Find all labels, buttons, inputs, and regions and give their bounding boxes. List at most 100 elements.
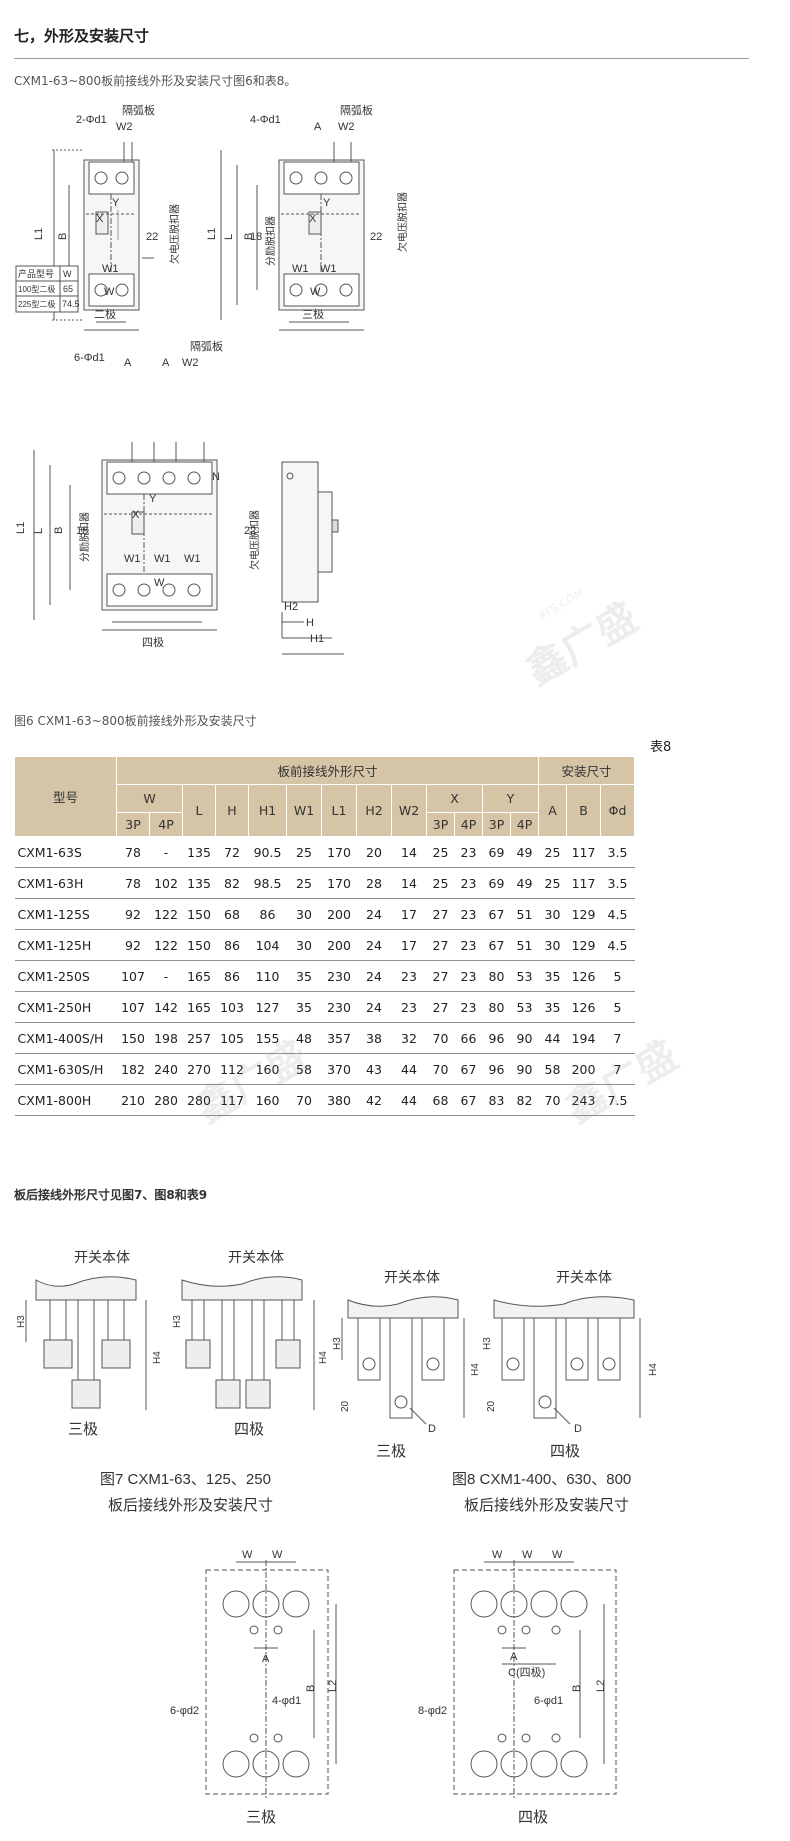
table-cell: 32 xyxy=(391,1022,427,1054)
table-cell: 25 xyxy=(426,867,455,899)
table-cell: 96 xyxy=(482,1053,511,1085)
table-cell: 23 xyxy=(454,929,483,961)
th-y: Y xyxy=(482,784,539,813)
table-cell: 48 xyxy=(286,1022,322,1054)
table-cell: 66 xyxy=(454,1022,483,1054)
table-cell: 25 xyxy=(286,836,322,868)
fig8-4p-name: 四极 xyxy=(550,1443,580,1460)
fig6-three-pole xyxy=(220,142,365,331)
fig6-4p-y: Y xyxy=(149,493,157,505)
fig6-side-h1: H1 xyxy=(310,633,324,645)
table-cell: 80 xyxy=(482,991,511,1023)
fig6-2p-w1: W1 xyxy=(102,263,119,275)
table-cell-model: CXM1-63H xyxy=(14,867,117,899)
fig6-legend-r1b: 65 xyxy=(63,284,73,294)
table-cell: - xyxy=(149,960,183,992)
table-cell: 69 xyxy=(482,867,511,899)
th-w1: W1 xyxy=(286,784,322,837)
fig7-3p-h3: H3 xyxy=(16,1315,27,1328)
table-cell: 150 xyxy=(182,929,216,961)
table-cell: 78 xyxy=(116,836,150,868)
cutout-3p-b: B xyxy=(305,1685,317,1692)
table-cell: 380 xyxy=(321,1084,357,1116)
table-cell-model: CXM1-63S xyxy=(14,836,117,868)
fig6-4p-d1: 6-Φd1 xyxy=(74,352,105,364)
table-cell: 58 xyxy=(286,1053,322,1085)
table-cell: 27 xyxy=(426,991,455,1023)
fig6-3p-22: 22 xyxy=(370,231,382,243)
fig8-4p-h4: H4 xyxy=(648,1363,659,1376)
table-cell: 68 xyxy=(215,898,249,930)
fig6-legend-r2a: 225型二极 xyxy=(18,299,55,309)
fig6-3p-uv: 欠电压脱扣器 xyxy=(396,192,409,252)
table-cell: 7 xyxy=(600,1022,635,1054)
table-cell: 90 xyxy=(510,1053,539,1085)
fig8-4p-body: 开关本体 xyxy=(556,1269,612,1285)
table-cell: 30 xyxy=(286,929,322,961)
table-cell: 200 xyxy=(566,1053,601,1085)
fig6-drawings: 2-Φd1 W2 隔弧板 L1 B X Y 欠电压脱扣器 22 W1 W 二极 … xyxy=(15,103,409,655)
table-cell: 30 xyxy=(286,898,322,930)
fig6-4p-w2: W2 xyxy=(182,357,199,369)
table-label: 表8 xyxy=(650,740,672,755)
th-h1: H1 xyxy=(248,784,287,837)
fig6-3p-w1b: W1 xyxy=(320,263,337,275)
fig8-3p-d: D xyxy=(428,1423,436,1435)
fig7-4p-name: 四极 xyxy=(234,1421,264,1438)
table-cell-model: CXM1-125S xyxy=(14,898,117,930)
table-cell: 42 xyxy=(356,1084,392,1116)
table-cell: 105 xyxy=(215,1022,249,1054)
table-cell: 230 xyxy=(321,991,357,1023)
th-w-4p: 4P xyxy=(149,812,183,837)
table-cell: 112 xyxy=(215,1053,249,1085)
table-cell: 280 xyxy=(182,1084,216,1116)
table-cell: 127 xyxy=(248,991,287,1023)
table-cell: 14 xyxy=(391,867,427,899)
table-cell: 107 xyxy=(116,991,150,1023)
table-cell: 25 xyxy=(538,836,567,868)
table-cell: 23 xyxy=(454,960,483,992)
fig6-2p-x: X xyxy=(96,213,104,225)
table-cell: 53 xyxy=(510,960,539,992)
cutout-3p-w2: W xyxy=(272,1549,283,1561)
fig6-four-pole xyxy=(33,442,218,631)
fig6-4p-w1b: W1 xyxy=(154,553,171,565)
table-cell: 25 xyxy=(286,867,322,899)
th-x-3p: 3P xyxy=(426,812,455,837)
table-cell: 27 xyxy=(426,898,455,930)
cutout-four-drawing xyxy=(453,1560,617,1800)
fig6-4p-shunt: 分励脱扣器 xyxy=(78,512,91,562)
table-cell: 70 xyxy=(286,1084,322,1116)
table-cell: 210 xyxy=(116,1084,150,1116)
fig8-four-drawing xyxy=(493,1296,641,1425)
table-cell: 78 xyxy=(116,867,150,899)
table-cell: 135 xyxy=(182,867,216,899)
fig7-caption-2: 板后接线外形及安装尺寸 xyxy=(108,1496,273,1514)
table-cell: 98.5 xyxy=(248,867,287,899)
table-cell: 14 xyxy=(391,836,427,868)
fig6-4p-name: 四极 xyxy=(142,635,164,649)
table-cell: 5 xyxy=(600,991,635,1023)
cutout-4p-w1: W xyxy=(492,1549,503,1561)
table-cell: 170 xyxy=(321,867,357,899)
table-cell: 44 xyxy=(538,1022,567,1054)
th-front-group: 板前接线外形尺寸 xyxy=(116,756,539,785)
table-cell: 3.5 xyxy=(600,836,635,868)
spec-table: 型号 板前接线外形尺寸 安装尺寸 W L H H1 W1 L1 H2 W2 X … xyxy=(14,756,635,1116)
table-cell: 67 xyxy=(482,929,511,961)
table-cell: 80 xyxy=(482,960,511,992)
th-y-4p: 4P xyxy=(510,812,539,837)
table-cell: 30 xyxy=(538,929,567,961)
table-cell: 86 xyxy=(248,898,287,930)
table-cell: 160 xyxy=(248,1084,287,1116)
fig6-3p-name: 三极 xyxy=(302,307,324,321)
table-cell: 82 xyxy=(215,867,249,899)
table-cell: 23 xyxy=(454,867,483,899)
fig7-three-drawing xyxy=(25,1276,147,1410)
fig8-3p-h3: H3 xyxy=(332,1337,343,1350)
table-cell: 69 xyxy=(482,836,511,868)
table-cell: 67 xyxy=(482,898,511,930)
table-cell: 23 xyxy=(454,991,483,1023)
